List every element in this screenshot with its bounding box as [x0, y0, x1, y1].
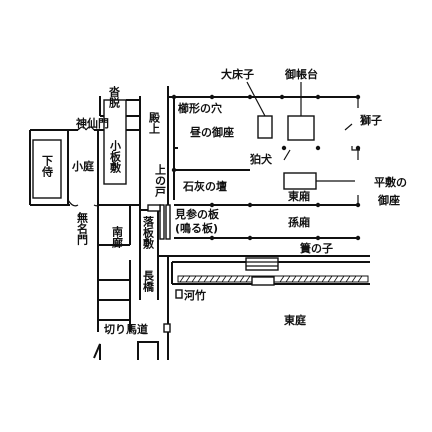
steps-lower — [251, 276, 275, 286]
label-kawatake: 河竹 — [184, 288, 206, 302]
label-michodai: 御帳台 — [284, 67, 318, 81]
kami-no-to-rect — [147, 204, 161, 212]
shimozamurai-box — [32, 139, 62, 199]
label-hiru-no-omashi: 昼の御座 — [189, 125, 234, 139]
label-higashibisashi: 東廂 — [288, 189, 310, 203]
label-higashiniwa: 東庭 — [284, 313, 306, 327]
label-tonoue: 殿上 — [148, 112, 162, 134]
furniture — [246, 81, 360, 190]
kami-no-to-bar-2 — [165, 204, 171, 240]
label-sunoko: 簀の子 — [299, 241, 333, 255]
label-otoshi-itajiki: 落板敷 — [142, 215, 155, 250]
hiraziki-box — [283, 172, 317, 190]
label-sekkai-no-dan: 石灰の壇 — [182, 179, 227, 193]
steps — [245, 257, 279, 271]
label-omashi: 御座 — [377, 193, 400, 207]
kirimedo-box — [163, 323, 171, 333]
label-kenzan-no-ita: 見参の板 — [174, 207, 220, 221]
bottom-bits — [93, 320, 159, 360]
sunoko-band — [158, 255, 370, 360]
label-kutsunugi: 沓脱 — [108, 85, 122, 109]
label-koniwa: 小庭 — [71, 159, 94, 173]
label-daishoji: 大床子 — [221, 67, 254, 81]
label-shinsenmon: 神仙門 — [76, 116, 109, 130]
label-kami-no-to: 上の戸 — [154, 163, 167, 198]
label-magobisashi: 孫廂 — [288, 215, 310, 229]
label-naru-ita: (鳴る板) — [175, 221, 218, 235]
label-kirimedo: 切り馬道 — [104, 322, 148, 336]
daishoji-box — [257, 115, 273, 139]
kawatake-box — [175, 289, 183, 299]
michodai-box — [287, 115, 315, 141]
label-koitajiki: 小板敷 — [109, 139, 123, 174]
posts — [171, 94, 361, 241]
label-komainu: 狛犬 — [249, 152, 273, 166]
labels: 大床子 御帳台 沓脱 殿上 櫛形の穴 昼の御座 獅子 狛犬 神仙門 下侍 小庭 … — [41, 67, 408, 336]
kami-no-to-bar-1 — [159, 204, 165, 240]
label-hiraziki: 平敷の — [374, 175, 407, 189]
label-shishi: 獅子 — [359, 113, 382, 127]
label-minamirou: 南廊 — [111, 225, 124, 249]
south-corridor — [97, 204, 171, 321]
label-nagahashi: 長橋 — [142, 270, 155, 293]
label-mumyomon: 無名門 — [76, 211, 89, 246]
koitajiki-box — [103, 99, 127, 185]
label-kushigata: 櫛形の穴 — [177, 101, 222, 115]
label-shimozamurai: 下侍 — [41, 155, 55, 178]
left-compound — [29, 86, 174, 210]
